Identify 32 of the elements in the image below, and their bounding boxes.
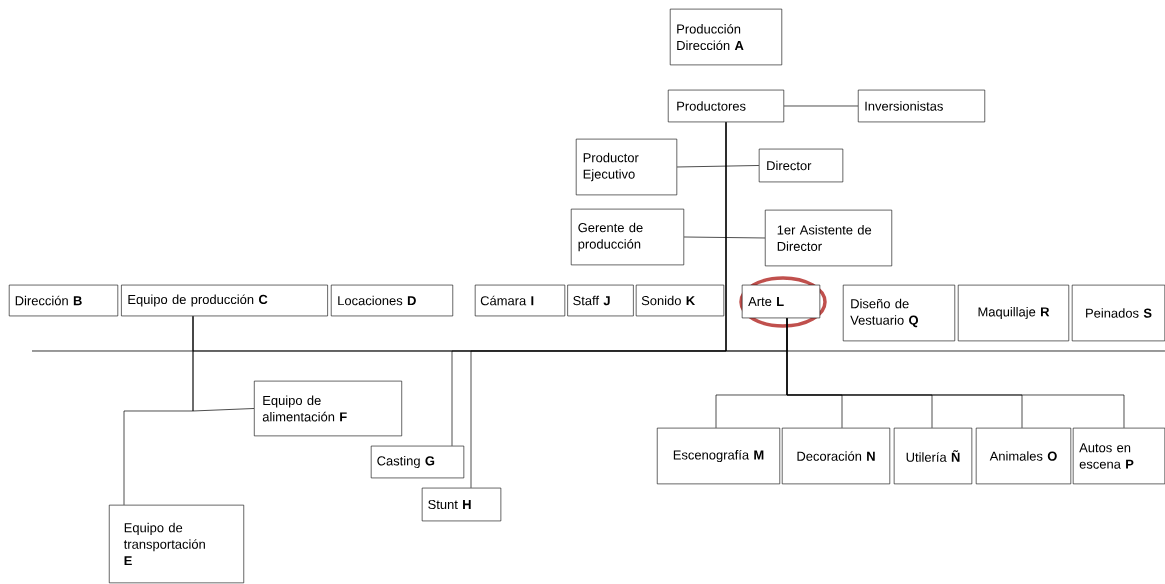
- connector-line: [123, 315, 194, 506]
- org-box: Productor Ejecutivo: [575, 138, 678, 196]
- org-box: Animales O: [975, 427, 1072, 485]
- connector-line: [725, 121, 788, 352]
- org-box: Diseño de Vestuario Q: [842, 284, 956, 342]
- org-box: 1er Asistente de Director: [764, 209, 893, 267]
- org-box: Utilería Ñ: [893, 427, 973, 485]
- connector-line: [783, 105, 859, 107]
- connector-line: [676, 165, 760, 168]
- org-box: Inversionistas: [857, 89, 986, 123]
- org-box: Equipo de transportación E: [108, 504, 245, 584]
- connector-line: [786, 317, 1125, 429]
- org-box: Equipo de producción C: [121, 284, 328, 317]
- org-box: Director: [758, 148, 844, 183]
- org-box: Cámara I: [474, 284, 566, 317]
- org-box: Gerente de producción: [570, 208, 685, 266]
- org-box: Producción Dirección A: [669, 8, 783, 66]
- org-box: Autos en escena P: [1072, 427, 1165, 485]
- org-box: Stunt H: [421, 487, 502, 522]
- org-box: Decoración N: [781, 427, 891, 485]
- org-box: Equipo de alimentación F: [254, 380, 403, 437]
- org-box: Casting G: [370, 445, 465, 479]
- org-box: Maquillaje R: [957, 284, 1070, 342]
- org-box: Peinados S: [1071, 284, 1165, 342]
- org-box: Dirección B: [8, 284, 119, 317]
- org-box: Productores: [667, 89, 785, 123]
- connector-line: [683, 236, 766, 239]
- org-box: Escenografía M: [656, 427, 781, 485]
- org-box: Arte L: [741, 284, 821, 319]
- org-box: Locaciones D: [330, 284, 454, 317]
- org-box: Sonido K: [635, 284, 725, 317]
- org-box: Staff J: [567, 284, 634, 317]
